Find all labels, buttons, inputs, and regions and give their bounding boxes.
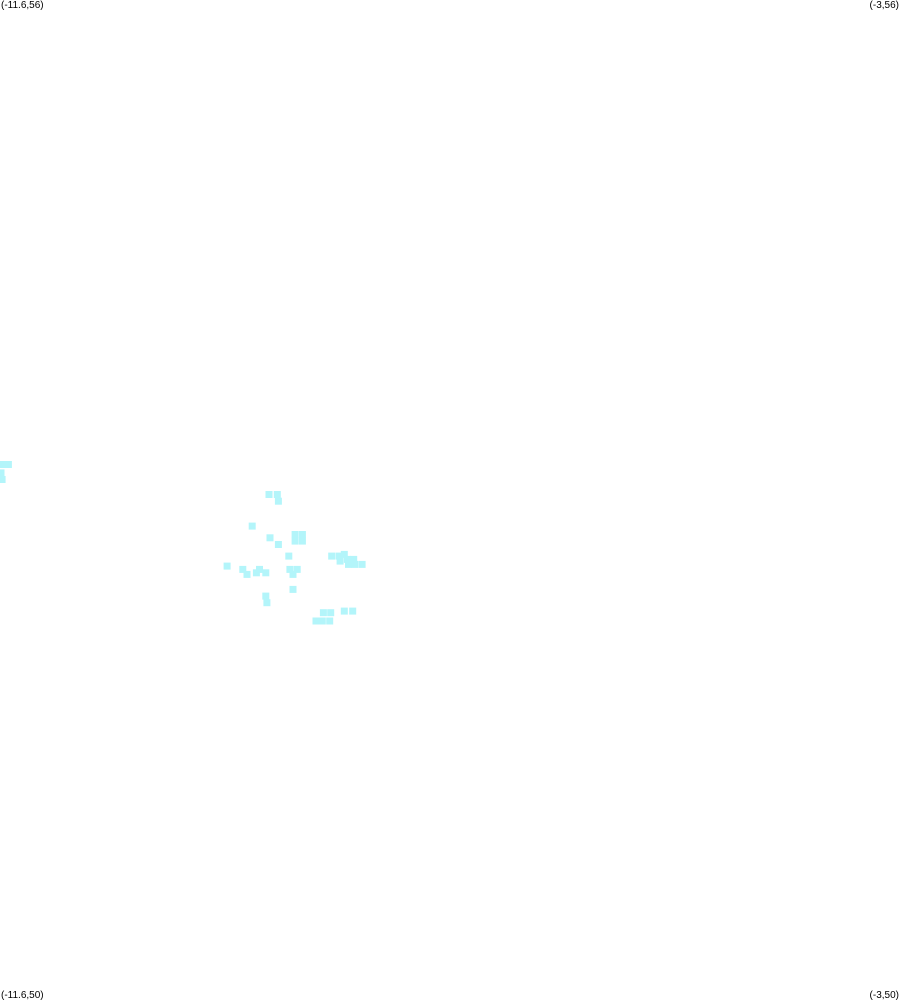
map-marker[interactable]	[273, 491, 281, 498]
map-marker[interactable]	[327, 609, 335, 617]
corner-label-top-right: (-3,56)	[869, 0, 899, 11]
map-marker[interactable]	[248, 522, 256, 530]
map-marker[interactable]	[350, 555, 358, 563]
map-marker[interactable]	[243, 570, 251, 578]
map-marker[interactable]	[293, 565, 301, 573]
map-marker[interactable]	[326, 617, 334, 625]
map-marker[interactable]	[335, 552, 343, 560]
map-marker[interactable]	[340, 550, 348, 558]
map-marker[interactable]	[343, 555, 351, 563]
map-marker[interactable]	[252, 569, 260, 577]
map-marker[interactable]	[266, 534, 274, 542]
map-marker[interactable]	[351, 560, 359, 568]
map-marker[interactable]	[312, 617, 320, 625]
map-marker[interactable]	[265, 491, 273, 498]
map-marker[interactable]	[0, 461, 6, 468]
map-marker[interactable]	[286, 565, 294, 573]
map-marker[interactable]	[0, 469, 5, 477]
map-marker[interactable]	[239, 565, 247, 573]
map-marker[interactable]	[274, 497, 282, 505]
map-marker[interactable]	[319, 609, 327, 617]
map-marker[interactable]	[263, 599, 271, 607]
map-marker[interactable]	[318, 617, 326, 625]
map-marker[interactable]	[358, 560, 366, 568]
map-marker[interactable]	[291, 531, 299, 538]
corner-label-top-left: (-11.6,56)	[1, 0, 44, 11]
map-marker[interactable]	[274, 541, 282, 548]
map-marker[interactable]	[262, 569, 270, 577]
map-marker[interactable]	[340, 607, 348, 615]
map-marker[interactable]	[349, 607, 357, 615]
map-marker[interactable]	[289, 585, 297, 593]
map-marker[interactable]	[262, 592, 270, 600]
map-marker[interactable]	[328, 552, 336, 560]
map-marker[interactable]	[336, 557, 344, 565]
map-marker[interactable]	[298, 537, 306, 545]
map-marker[interactable]	[345, 560, 352, 568]
map-marker[interactable]	[4, 461, 12, 468]
corner-label-bottom-right: (-3,50)	[869, 990, 899, 1001]
map-marker[interactable]	[223, 562, 231, 570]
corner-label-bottom-left: (-11.6,50)	[1, 990, 44, 1001]
map-marker[interactable]	[298, 531, 306, 538]
map-marker[interactable]	[0, 476, 6, 483]
map-marker[interactable]	[289, 570, 297, 578]
map-marker[interactable]	[285, 552, 293, 560]
map-marker[interactable]	[291, 537, 299, 545]
